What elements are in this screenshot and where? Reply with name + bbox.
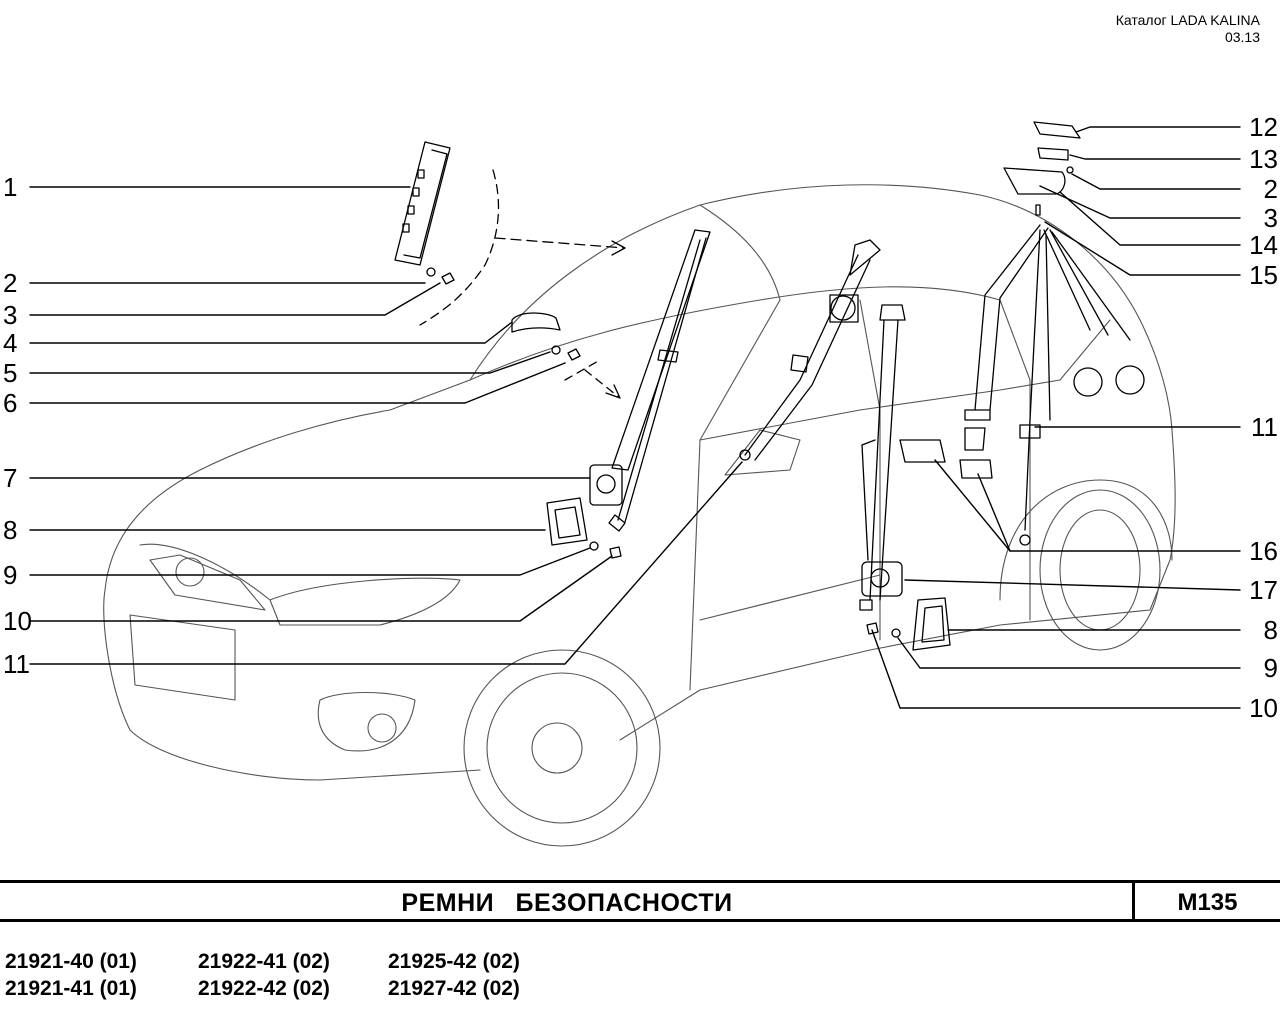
callouts-right: 12 13 2 3 14 15 11 16 17 8 9 10 [1249, 112, 1278, 723]
callout-11-r: 11 [1251, 412, 1278, 442]
height-adjuster-part [394, 141, 451, 266]
callout-9-r: 9 [1264, 653, 1278, 683]
model-code: 21922-42 (02) [198, 977, 330, 1000]
callout-5: 5 [3, 358, 17, 388]
callout-2-r: 2 [1264, 174, 1278, 204]
leader-lines-right [871, 126, 1241, 709]
callout-9: 9 [3, 560, 17, 590]
callout-11: 11 [3, 649, 30, 679]
callout-17: 17 [1249, 575, 1278, 605]
callout-3: 3 [3, 300, 17, 330]
model-code: 21927-42 (02) [388, 977, 520, 1000]
catalog-header: Каталог LADA KALINA 03.13 [1116, 12, 1260, 46]
callout-10-r: 10 [1249, 693, 1278, 723]
callout-4: 4 [3, 328, 17, 358]
front-belt-center [739, 239, 881, 461]
callout-1: 1 [3, 172, 17, 202]
model-code: 21921-40 (01) [5, 950, 137, 973]
seat-belt-diagram: 1 2 3 4 5 6 7 8 9 10 11 12 13 2 3 14 15 … [3, 112, 1278, 847]
callout-16: 16 [1249, 536, 1278, 566]
model-code: 21925-42 (02) [388, 950, 520, 973]
rear-belts [899, 121, 1145, 546]
catalog-date: 03.13 [1224, 29, 1260, 45]
callout-10: 10 [3, 606, 32, 636]
callout-15: 15 [1249, 260, 1278, 290]
callout-12: 12 [1249, 112, 1278, 142]
leader-lines-left [29, 186, 743, 665]
models-col-3: 21925-42 (02) 21927-42 (02) [388, 948, 520, 1002]
models-col-2: 21922-41 (02) 21922-42 (02) [198, 948, 330, 1002]
callout-3-r: 3 [1264, 203, 1278, 233]
catalog-name: Каталог LADA KALINA [1115, 12, 1260, 28]
callout-2: 2 [3, 268, 17, 298]
model-code: 21922-41 (02) [198, 950, 330, 973]
callout-8-r: 8 [1264, 615, 1278, 645]
model-code: 21921-41 (01) [5, 977, 137, 1000]
b-pillar-belt [859, 304, 951, 651]
title-divider [1132, 883, 1135, 919]
page-title: РЕМНИ БЕЗОПАСНОСТИ [401, 889, 733, 917]
callouts-left: 1 2 3 4 5 6 7 8 9 10 11 [3, 172, 32, 679]
callout-7: 7 [3, 463, 17, 493]
title-bar: РЕМНИ БЕЗОПАСНОСТИ M135 [0, 880, 1280, 922]
callout-6: 6 [3, 388, 17, 418]
callout-14: 14 [1249, 230, 1278, 260]
car-outline [103, 184, 1176, 847]
page-code: M135 [1177, 889, 1238, 916]
callout-8: 8 [3, 515, 17, 545]
models-col-1: 21921-40 (01) 21921-41 (01) [5, 948, 137, 1002]
front-belt-left [546, 229, 711, 559]
callout-13: 13 [1249, 144, 1278, 174]
